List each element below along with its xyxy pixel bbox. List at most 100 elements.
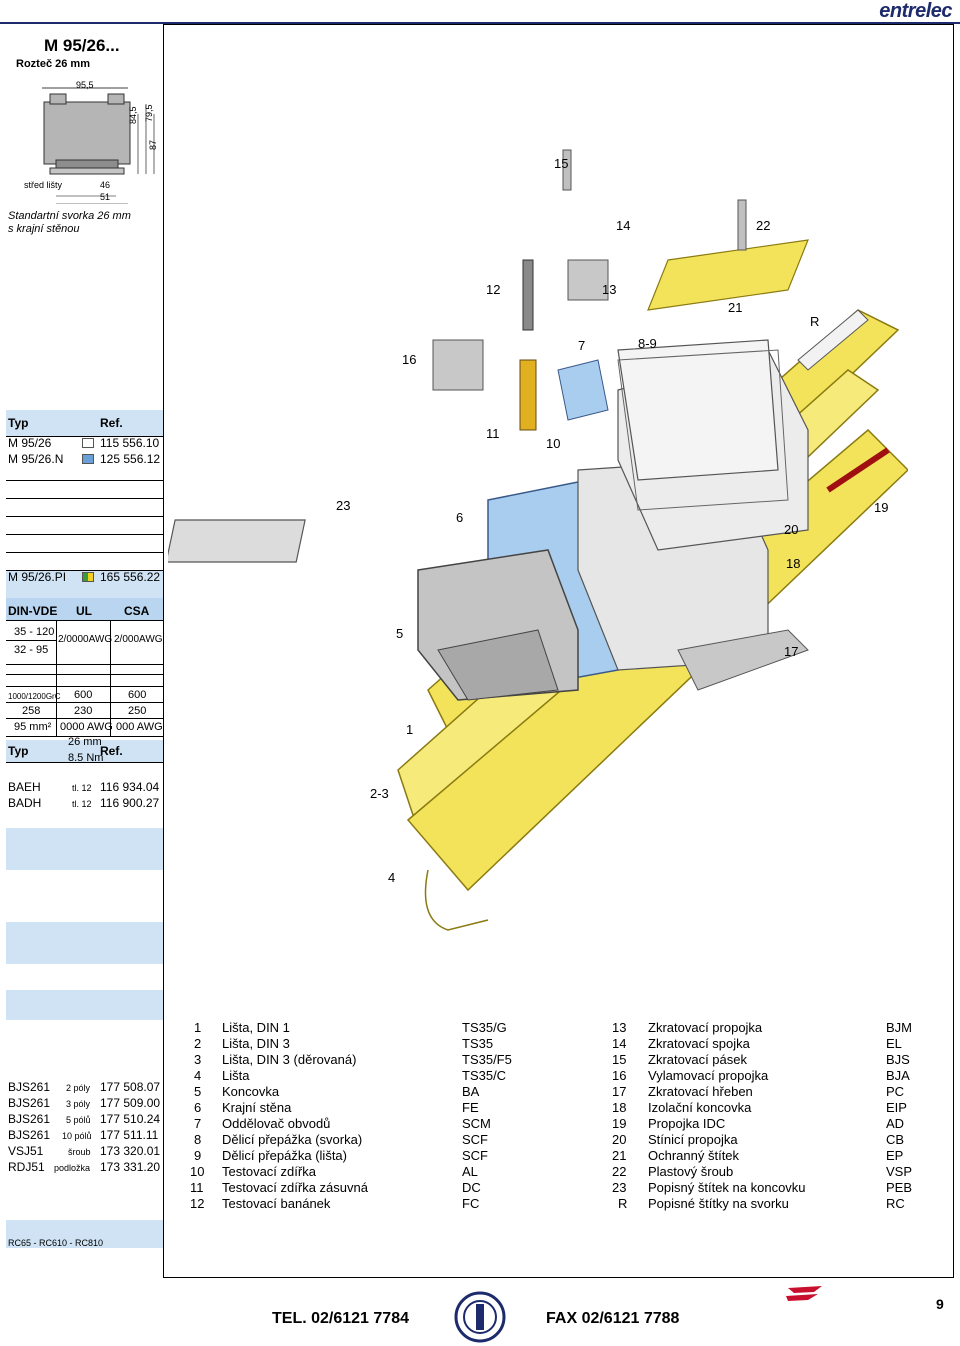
acc-note: tl. 12: [72, 799, 92, 809]
ref-pi-type: M 95/26.PI: [8, 570, 67, 584]
callout-8-9: 8-9: [638, 336, 657, 351]
legend-name: Zkratovací pásek: [648, 1052, 747, 1067]
footer-tel: TEL. 02/6121 7784: [272, 1310, 409, 1327]
footer-fax: FAX 02/6121 7788: [546, 1310, 680, 1327]
legend-name: Ochranný štítek: [648, 1148, 740, 1163]
eia-logo-icon: [454, 1291, 506, 1343]
ul-awg: 2/0000AWG: [58, 634, 113, 645]
legend-name: Koncovka: [222, 1084, 280, 1099]
bridge-note: 3 póly: [66, 1099, 91, 1109]
torque: 8.5 Nm: [68, 752, 104, 764]
callout-18: 18: [786, 556, 801, 571]
legend-code: SCF: [462, 1148, 488, 1163]
legend-code: DC: [462, 1180, 481, 1195]
band-a: [6, 828, 163, 870]
legend-code: SCF: [462, 1132, 488, 1147]
approval-header-din: DIN-VDE: [8, 604, 58, 618]
package-pi-icon: [82, 572, 94, 582]
bridge-ref: 177 510.24: [100, 1112, 161, 1126]
legend-name: Zkratovací hřeben: [648, 1084, 753, 1099]
section-din-2: 32 - 95: [14, 644, 49, 656]
package-icon: [82, 454, 94, 464]
legend-name: Lišta, DIN 1: [222, 1020, 290, 1035]
approval-header-ul: UL: [76, 604, 92, 618]
callout-20: 20: [784, 522, 799, 537]
legend-name: Lišta, DIN 3: [222, 1036, 290, 1051]
legend-n: 10: [190, 1164, 205, 1179]
bridge-ref: 177 509.00: [100, 1096, 161, 1110]
callout-7: 7: [578, 338, 586, 353]
rc-note: RC65 - RC610 - RC810: [8, 1238, 104, 1248]
callout-10: 10: [546, 436, 561, 451]
acc-type: BADH: [8, 796, 42, 810]
bridge-type: BJS261: [8, 1080, 51, 1094]
legend-n: 20: [612, 1132, 627, 1147]
product-description-2: s krajní stěnou: [8, 223, 80, 235]
callout-16: 16: [402, 352, 417, 367]
bridge-ref: 177 508.07: [100, 1080, 161, 1094]
brand-mark-icon: [786, 1286, 822, 1301]
acc-note: tl. 12: [72, 783, 92, 793]
legend-n: 7: [194, 1116, 202, 1131]
legend-name: Stínicí propojka: [648, 1132, 738, 1147]
bridge-note: 10 pólů: [62, 1131, 92, 1141]
acc-header-typ: Typ: [8, 744, 29, 758]
dim-d1: 46: [100, 180, 111, 190]
approval-ul-section: 0000 AWG: [60, 721, 113, 733]
callout-14: 14: [616, 218, 631, 233]
legend-name: Dělicí přepážka (svorka): [222, 1132, 363, 1147]
acc-header-ref: Ref.: [100, 744, 123, 758]
approval-current: 258: [22, 705, 41, 717]
bridge-type: RDJ51: [8, 1160, 45, 1174]
legend-code: EL: [886, 1036, 902, 1051]
legend-name: Vylamovací propojka: [648, 1068, 769, 1083]
section-din-1: 35 - 120: [14, 626, 55, 638]
left-column: M 95/26... Rozteč 26 mm 95,5 84,5 79,5 8…: [6, 24, 164, 1278]
band-typ2: [6, 740, 163, 762]
legend-code: PEB: [886, 1180, 913, 1195]
legend-n: 21: [612, 1148, 627, 1163]
callout-17: 17: [784, 644, 799, 659]
legend-n: 23: [612, 1180, 627, 1195]
dimension-drawing: [42, 87, 155, 204]
dim-h3: 87: [148, 139, 158, 150]
legend-name: Dělicí přepážka (lišta): [222, 1148, 347, 1163]
legend-code: RC: [886, 1196, 905, 1211]
bridge-ref: 173 320.01: [100, 1144, 161, 1158]
band-b: [6, 922, 163, 964]
acc-type: BAEH: [8, 780, 41, 794]
band-approvals: [6, 598, 163, 620]
assembly-illustration: [168, 149, 908, 931]
legend-code: EIP: [886, 1100, 907, 1115]
csa-awg: 2/000AWG: [114, 634, 163, 645]
legend-code: FE: [462, 1100, 479, 1115]
legend-n: 13: [612, 1020, 627, 1035]
legend-code: CB: [886, 1132, 905, 1147]
legend-name: Izolační koncovka: [648, 1100, 752, 1115]
callout-13: 13: [602, 282, 617, 297]
approval-csa-current: 250: [128, 705, 147, 717]
callout-R: R: [810, 314, 820, 329]
ref-row-ref: 125 556.12: [100, 452, 161, 466]
legend-n: 1: [194, 1020, 202, 1035]
product-subtitle: Rozteč 26 mm: [16, 58, 90, 70]
approval-ul-voltage: 600: [74, 689, 93, 701]
bridge-type: BJS261: [8, 1128, 51, 1142]
legend-name: Zkratovací spojka: [648, 1036, 750, 1051]
callout-21: 21: [728, 300, 743, 315]
approval-ul-current: 230: [74, 705, 93, 717]
bridge-note: šroub: [68, 1147, 91, 1157]
legend-n: 17: [612, 1084, 627, 1099]
bridge-note: 2 póly: [66, 1083, 91, 1093]
dim-h2: 79,5: [144, 104, 154, 122]
bridge-note: podložka: [54, 1163, 91, 1173]
legend-code: BJM: [886, 1020, 912, 1035]
approval-header-csa: CSA: [124, 604, 150, 618]
legend-name: Lišta, DIN 3 (děrovaná): [222, 1052, 357, 1067]
legend-name: Propojka IDC: [648, 1116, 726, 1131]
product-description-1: Standartní svorka 26 mm: [8, 210, 131, 222]
legend-name: Testovací zdířka: [222, 1164, 316, 1179]
ref-header-ref: Ref.: [100, 416, 123, 430]
approval-csa-voltage: 600: [128, 689, 147, 701]
top-bar: [0, 0, 960, 24]
